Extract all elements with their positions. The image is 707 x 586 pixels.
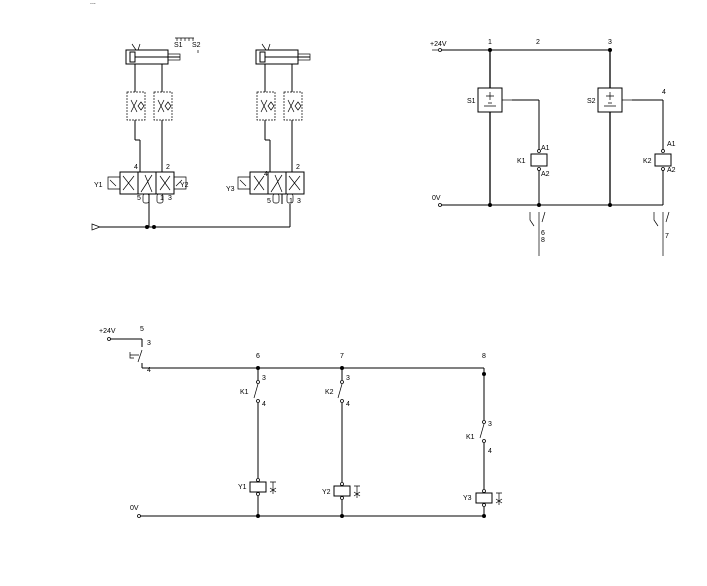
start-pushbutton: 3 4 <box>129 339 151 374</box>
k1-b6-t3: 3 <box>262 375 266 382</box>
node-label-5: 5 <box>140 326 144 333</box>
solenoid-label-y1: Y1 <box>94 182 103 189</box>
relay-coil-k1: A1 A2 K1 <box>517 145 550 178</box>
directional-valve-1: Y1 Y2 4 2 5 1 3 <box>94 164 189 204</box>
contact-k1-branch-8: 3 4 K1 <box>466 420 492 455</box>
coil-label-y2: Y2 <box>322 489 331 496</box>
k2-b7-t3: 3 <box>346 375 350 382</box>
flow-control-valve-1b <box>153 91 173 121</box>
k2-a1-label: A1 <box>667 141 676 148</box>
k2-ref-7: 7 <box>665 233 669 240</box>
pressure-supply-line <box>91 223 290 231</box>
flow-control-valve-2b <box>283 91 303 121</box>
k1-b8-t4: 4 <box>488 448 492 455</box>
ground-label-1: 0V <box>432 195 441 202</box>
port-label-1b: 1 <box>289 198 293 205</box>
k2-b7-t4: 4 <box>346 401 350 408</box>
port-label-3: 3 <box>168 195 172 202</box>
port-label-4b: 4 <box>264 171 268 178</box>
start-terminal-4: 4 <box>147 367 151 374</box>
cylinder-2 <box>255 43 311 65</box>
node-label-3: 3 <box>608 39 612 46</box>
directional-valve-2: Y3 4 2 5 1 3 <box>226 164 305 205</box>
k1-a2-label: A2 <box>541 171 550 178</box>
port-label-4: 4 <box>134 164 138 171</box>
k2-a2-label: A2 <box>667 167 676 174</box>
port-label-5: 5 <box>137 195 141 202</box>
node-label-4: 4 <box>662 89 666 96</box>
node-label-2: 2 <box>536 39 540 46</box>
sensor-label-s2: S2 <box>192 42 201 49</box>
k2-b7-label: K2 <box>325 389 334 396</box>
top-left-marker: ... <box>90 0 96 6</box>
k1-ref-8: 8 <box>541 237 545 244</box>
relay-label-k2: K2 <box>643 158 652 165</box>
proximity-switch-s1: S1 <box>467 87 512 113</box>
coil-y2: Y2 <box>322 482 361 500</box>
port-label-1: 1 <box>160 195 164 202</box>
coil-y1: Y1 <box>238 478 277 496</box>
solenoid-label-y2: Y2 <box>180 182 189 189</box>
k1-b8-t3: 3 <box>488 421 492 428</box>
electrical-circuit-2: +24V 5 3 4 6 7 8 3 4 K1 <box>99 326 503 518</box>
flow-control-valve-2a <box>256 91 276 121</box>
k1-b8-label: K1 <box>466 434 475 441</box>
node-label-6: 6 <box>256 353 260 360</box>
k2-contact-reference: 7 <box>653 211 670 256</box>
contact-k1-branch-6: 3 4 K1 <box>240 375 266 408</box>
relay-coil-k2: A1 A2 K2 <box>643 141 676 174</box>
solenoid-label-y3: Y3 <box>226 186 235 193</box>
electrical-circuit-1: +24V 1 2 3 4 S1 A1 A2 K1 <box>430 39 676 256</box>
ground-label-2: 0V <box>130 505 139 512</box>
cylinder-1: S1 S2 <box>125 37 201 65</box>
k1-b6-label: K1 <box>240 389 249 396</box>
proximity-switch-s2: S2 <box>587 87 632 113</box>
relay-label-k1: K1 <box>517 158 526 165</box>
k1-contact-reference: 6 8 <box>529 211 546 256</box>
start-terminal-3: 3 <box>147 340 151 347</box>
node-label-8: 8 <box>482 353 486 360</box>
supply-label-2: +24V <box>99 328 116 335</box>
node-label-1: 1 <box>488 39 492 46</box>
k1-ref-6: 6 <box>541 230 545 237</box>
port-label-2: 2 <box>166 164 170 171</box>
sensor-label-s1: S1 <box>174 42 183 49</box>
node-label-7: 7 <box>340 353 344 360</box>
pneumatic-diagram: S1 S2 Y1 <box>91 37 311 231</box>
port-label-2b: 2 <box>296 164 300 171</box>
switch-label-s2: S2 <box>587 98 596 105</box>
coil-label-y1: Y1 <box>238 484 247 491</box>
k1-a1-label: A1 <box>541 145 550 152</box>
flow-control-valve-1a <box>126 91 146 121</box>
coil-y3: Y3 <box>463 489 503 507</box>
contact-k2-branch-7: 3 4 K2 <box>325 375 350 408</box>
switch-label-s1: S1 <box>467 98 476 105</box>
supply-label-1: +24V <box>430 41 447 48</box>
port-label-5b: 5 <box>267 198 271 205</box>
port-label-3b: 3 <box>297 198 301 205</box>
coil-label-y3: Y3 <box>463 495 472 502</box>
k1-b6-t4: 4 <box>262 401 266 408</box>
